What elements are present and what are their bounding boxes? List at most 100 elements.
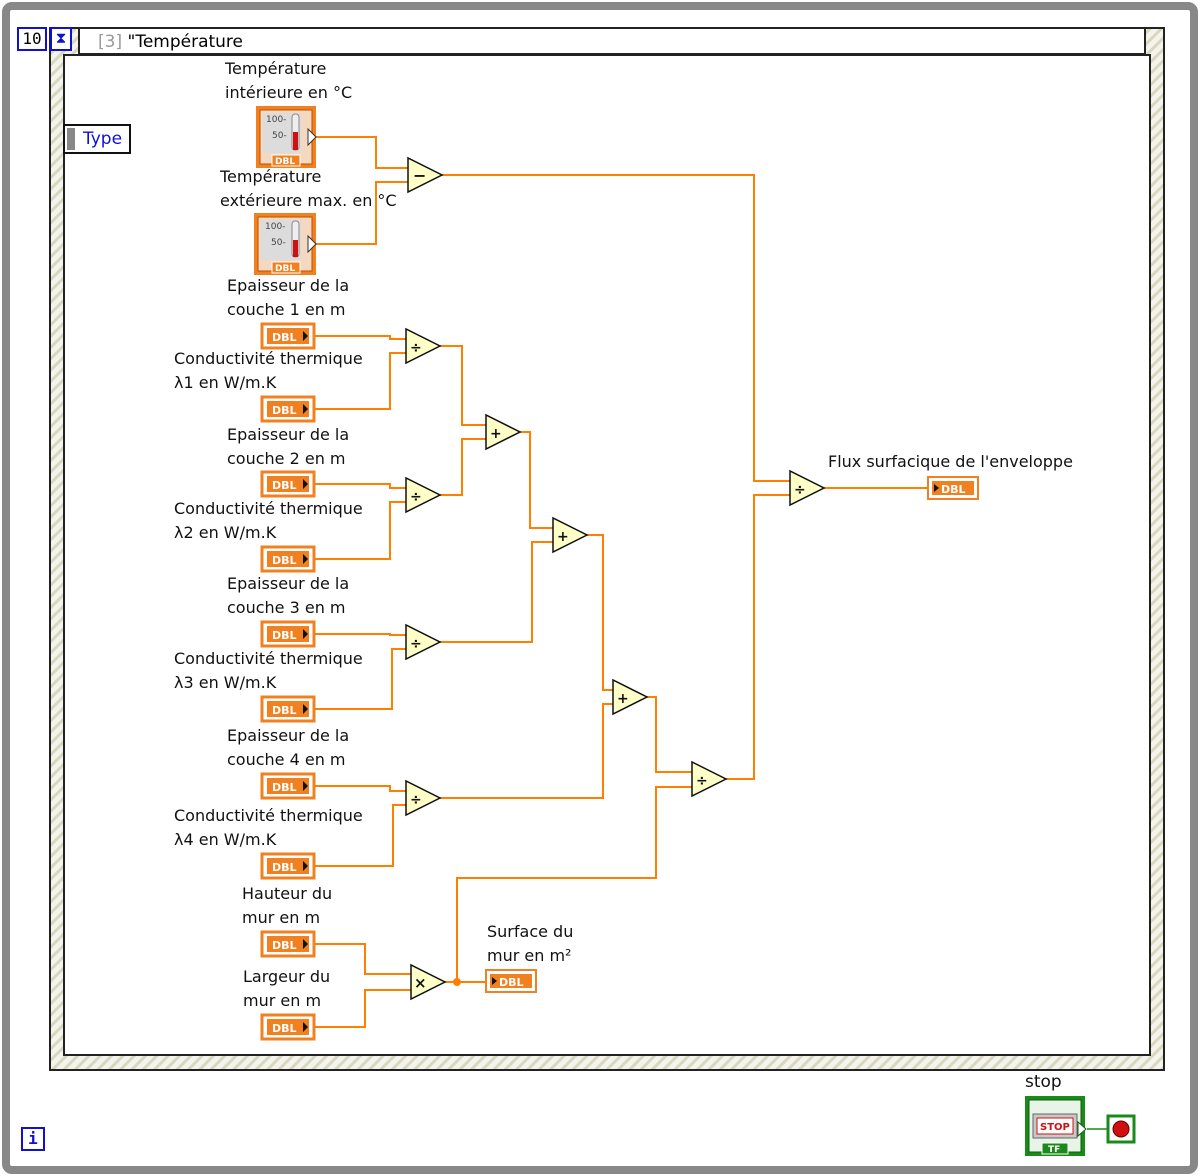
label-e4-line2: couche 4 en m [227, 750, 346, 769]
label-h-line1: Hauteur du [242, 884, 333, 903]
t-int-tick-50: 50- [272, 131, 287, 141]
loop-count-terminal[interactable]: 10 [17, 27, 47, 51]
divide-node-2[interactable]: ÷ [405, 476, 442, 514]
add-symbol-1: + [490, 426, 502, 442]
subtract-node[interactable]: − [407, 156, 444, 194]
divide-symbol-4: ÷ [410, 792, 422, 808]
label-stop: stop [1025, 1072, 1062, 1092]
label-e3-line1: Epaisseur de la [227, 574, 350, 593]
divide-symbol-3: ÷ [410, 636, 422, 652]
divide-node-6[interactable]: ÷ [789, 469, 826, 507]
t-ext-tick-100: 100- [265, 222, 285, 232]
label-t-int-line1: Température [225, 59, 327, 78]
label-e3-line2: couche 3 en m [227, 598, 346, 617]
label-e3: Epaisseur de la couche 3 en m [227, 572, 349, 620]
control-e4[interactable]: DBL [260, 772, 316, 800]
e4-tag: DBL [272, 781, 297, 794]
stop-button-text: STOP [1040, 1122, 1070, 1133]
control-l2[interactable]: DBL [260, 545, 316, 573]
divide-node-1[interactable]: ÷ [405, 327, 442, 365]
divide-symbol-1: ÷ [410, 340, 422, 356]
subtract-symbol: − [413, 166, 426, 185]
control-w[interactable]: DBL [260, 1013, 316, 1041]
label-l4-line2: λ4 en W/m.K [174, 830, 277, 849]
control-l4[interactable]: DBL [260, 852, 316, 880]
loop-condition-terminal[interactable] [1106, 1114, 1136, 1144]
wire-junction [453, 978, 461, 986]
label-surf-line1: Surface du [487, 922, 574, 941]
indicator-flux[interactable]: DBL [927, 476, 979, 500]
control-t-int[interactable]: 100- 50- DBL [256, 106, 317, 168]
type-tunnel[interactable]: Type [63, 124, 131, 154]
label-e1-line2: couche 1 en m [227, 300, 346, 319]
l1-tag: DBL [272, 404, 297, 417]
divide-node-3[interactable]: ÷ [405, 623, 442, 661]
control-l3[interactable]: DBL [260, 695, 316, 723]
label-e1-line1: Epaisseur de la [227, 276, 350, 295]
label-e2-line1: Epaisseur de la [227, 425, 350, 444]
multiply-node[interactable]: × [410, 963, 447, 1001]
label-t-int: Température intérieure en °C [225, 57, 352, 105]
l3-tag: DBL [272, 704, 297, 717]
hourglass-icon: ⧗ [50, 27, 72, 51]
stop-button[interactable]: STOP TF [1025, 1096, 1087, 1156]
type-label: Type [83, 129, 123, 149]
label-surf-line2: mur en m² [487, 946, 572, 965]
label-w-line2: mur en m [243, 991, 322, 1010]
label-h: Hauteur du mur en m [242, 882, 332, 930]
t-int-tick-100: 100- [266, 115, 286, 125]
control-h[interactable]: DBL [260, 930, 316, 958]
type-tunnel-bar [67, 128, 75, 150]
surf-tag: DBL [499, 976, 524, 989]
add-node-1[interactable]: + [485, 413, 522, 451]
divide-symbol-6: ÷ [794, 482, 806, 498]
label-e2-line2: couche 2 en m [227, 449, 346, 468]
label-e4-line1: Epaisseur de la [227, 726, 350, 745]
stop-tag: TF [1048, 1145, 1060, 1155]
control-e2[interactable]: DBL [260, 470, 316, 498]
label-flux: Flux surfacique de l'enveloppe [828, 450, 1073, 474]
label-flux-line1: Flux surfacique de l'enveloppe [828, 452, 1073, 471]
flux-tag: DBL [941, 483, 966, 496]
label-l1-line2: λ1 en W/m.K [174, 373, 277, 392]
label-w: Largeur du mur en m [243, 965, 330, 1013]
e1-tag: DBL [272, 331, 297, 344]
iteration-terminal[interactable]: i [21, 1127, 45, 1151]
case-index: [3] [98, 32, 123, 52]
case-structure [49, 27, 1165, 1071]
control-l1[interactable]: DBL [260, 395, 316, 423]
label-l3-line1: Conductivité thermique [174, 649, 363, 668]
divide-symbol-2: ÷ [410, 489, 422, 505]
divide-node-4[interactable]: ÷ [405, 779, 442, 817]
label-h-line2: mur en m [242, 908, 321, 927]
add-node-2[interactable]: + [552, 516, 589, 554]
label-t-int-line2: intérieure en °C [225, 83, 353, 102]
multiply-symbol: × [414, 974, 427, 992]
add-symbol-2: + [557, 529, 569, 545]
case-selector-label: [3] "Température [98, 30, 243, 54]
label-l4-line1: Conductivité thermique [174, 806, 363, 825]
wires [314, 136, 928, 1028]
label-t-ext-line1: Température [220, 167, 322, 186]
t-int-tag: DBL [275, 157, 295, 167]
label-l3-line2: λ3 en W/m.K [174, 673, 277, 692]
label-l1: Conductivité thermique λ1 en W/m.K [174, 347, 363, 395]
l2-tag: DBL [272, 554, 297, 567]
label-e1: Epaisseur de la couche 1 en m [227, 274, 349, 322]
label-l2-line1: Conductivité thermique [174, 499, 363, 518]
label-e2: Epaisseur de la couche 2 en m [227, 423, 349, 471]
label-t-ext: Température extérieure max. en °C [220, 165, 397, 213]
control-e3[interactable]: DBL [260, 620, 316, 648]
l4-tag: DBL [272, 861, 297, 874]
case-selector[interactable]: [3] "Température [78, 27, 1146, 55]
label-t-ext-line2: extérieure max. en °C [220, 191, 397, 210]
add-symbol-3: + [617, 691, 629, 707]
add-node-3[interactable]: + [612, 678, 649, 716]
divide-node-5[interactable]: ÷ [691, 760, 728, 798]
control-t-ext[interactable]: 100- 50- DBL [254, 213, 317, 275]
label-l2: Conductivité thermique λ2 en W/m.K [174, 497, 363, 545]
indicator-surf[interactable]: DBL [485, 969, 537, 993]
control-e1[interactable]: DBL [260, 322, 316, 350]
t-ext-tick-50: 50- [271, 238, 286, 248]
